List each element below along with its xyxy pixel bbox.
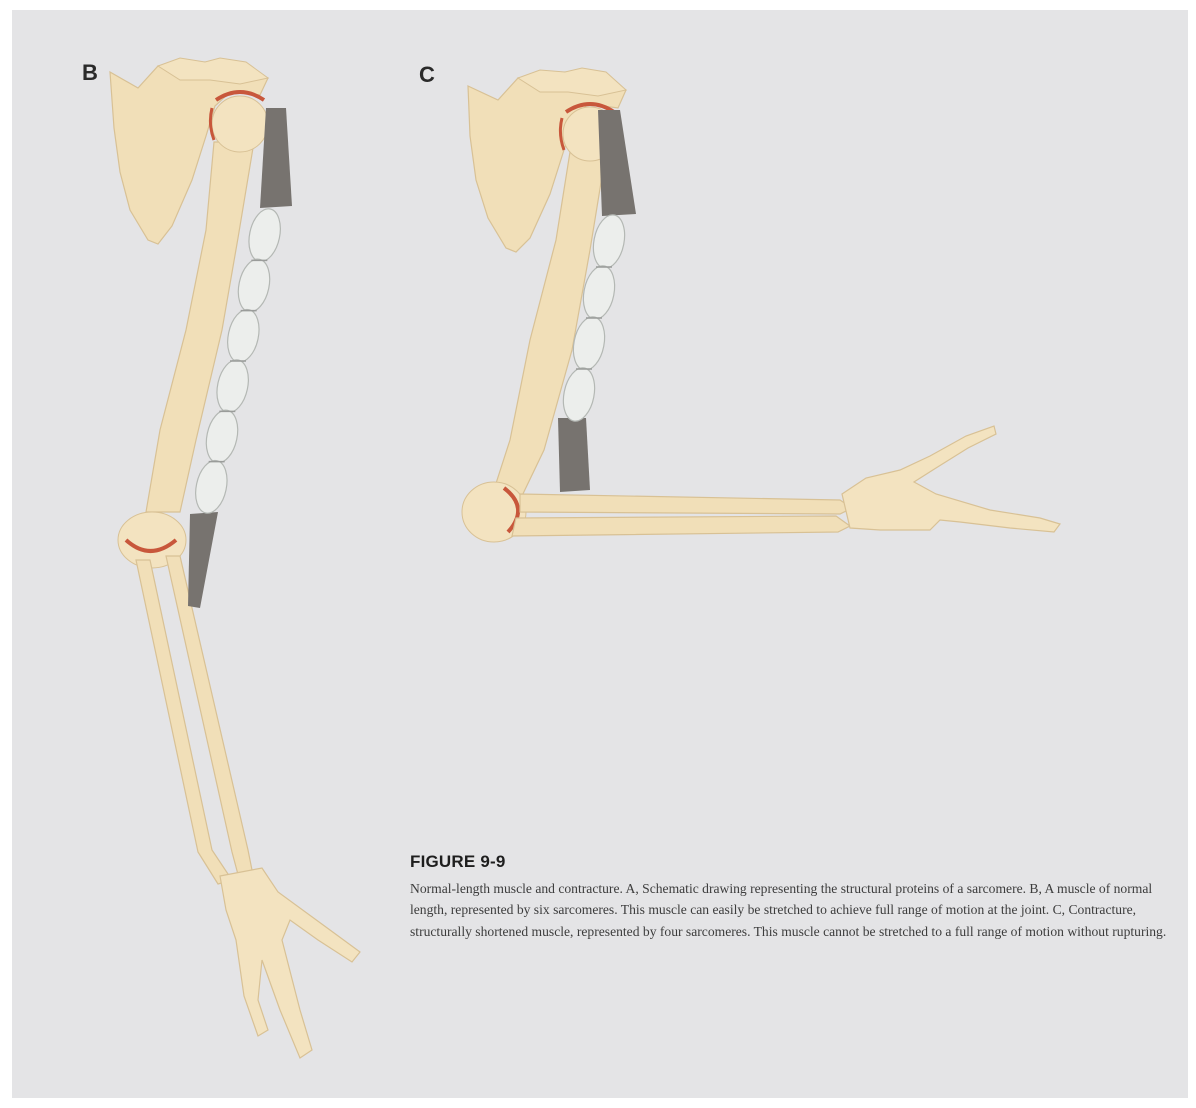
panel-b-label: B [82,60,98,86]
panel-b-sarcomere [212,357,252,416]
panel-c-hand [842,426,1060,532]
panel-b-sarcomere [234,256,274,315]
panel-b-sarcomere [223,307,263,366]
panel-c-label: C [419,62,435,88]
panel-c-proximal-tendon [598,110,636,216]
figure-caption: FIGURE 9-9 Normal-length muscle and cont… [410,852,1185,942]
panel-b-humeral-head [212,96,268,152]
panel-c-arm [462,68,1060,542]
panel-b-sarcomere [202,407,242,466]
panel-c-ulna [520,494,852,514]
caption-title: FIGURE 9-9 [410,852,1185,872]
panel-b-hand [220,868,360,1058]
panel-b-arm [110,58,360,1058]
panel-b-distal-tendon [188,512,218,608]
panel-c-radius [512,516,850,536]
caption-body: Normal-length muscle and contracture. A,… [410,878,1185,942]
panel-b-sarcomere [191,458,231,517]
panel-c-distal-tendon [558,418,590,492]
panel-b-sarcomere [244,206,284,265]
